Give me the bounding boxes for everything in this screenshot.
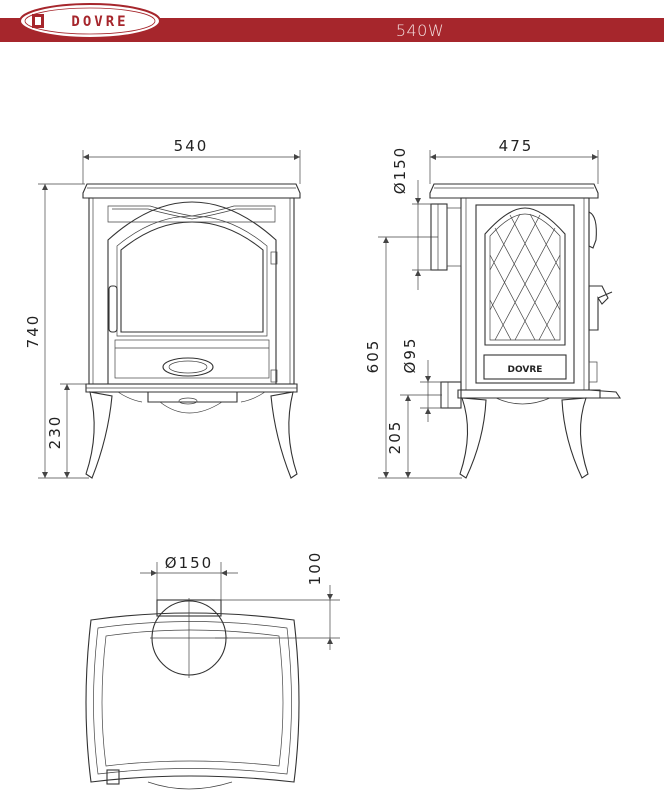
- dim-top-flue-offset: 100: [306, 551, 324, 586]
- brand-logo-text: DOVRE: [71, 14, 128, 30]
- dim-side-rear-outlet: Ø95: [401, 337, 419, 374]
- side-badge: DOVRE: [508, 365, 543, 375]
- front-view: [82, 183, 301, 479]
- top-view: [85, 598, 300, 790]
- side-dimensions: 475 Ø150 605 Ø95 205: [364, 137, 599, 479]
- model-name: 540W: [395, 21, 445, 40]
- front-dimensions: 540 740 230: [24, 137, 301, 479]
- dim-side-depth: 475: [499, 137, 534, 155]
- side-view: DOVRE: [429, 183, 622, 479]
- dim-top-flue: Ø150: [165, 554, 213, 572]
- dim-side-rear-outlet-height: 205: [386, 420, 404, 455]
- lattice: [489, 213, 561, 341]
- dim-front-height: 740: [24, 314, 42, 349]
- top-dimensions: Ø150 100: [140, 551, 340, 650]
- dim-front-width: 540: [174, 137, 209, 155]
- dim-side-flue-rear-height: 605: [364, 339, 382, 374]
- dim-front-leg-height: 230: [46, 415, 64, 450]
- brand-logo: DOVRE: [18, 2, 166, 40]
- dim-side-flue-top: Ø150: [391, 146, 409, 194]
